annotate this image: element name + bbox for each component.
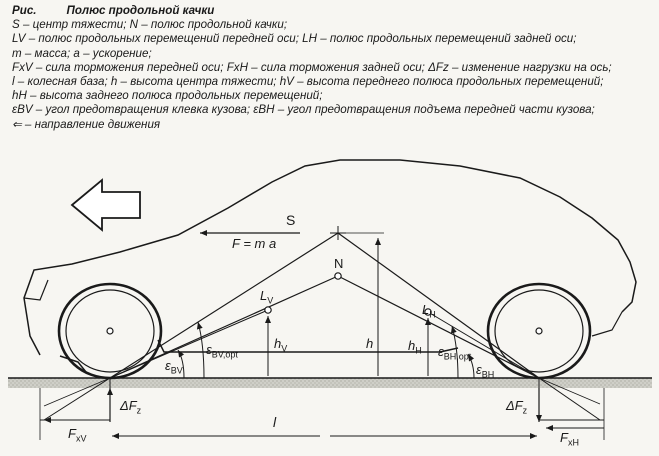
label-FxH-main: F (560, 430, 568, 445)
rear-diag-1 (538, 377, 601, 421)
front-diag-2 (43, 377, 111, 407)
left-arrow-icon (70, 178, 141, 232)
label-eps-bv-opt: εBV,opt (206, 342, 238, 360)
caption-line: LV – полюс продольных перемещений передн… (12, 32, 577, 46)
label-N: N (334, 256, 344, 271)
front-contact-to-peak (109, 232, 339, 379)
label-FxV-sub: xV (75, 433, 87, 444)
label-force: F = m a (232, 236, 277, 251)
caption-line: εBV – угол предотвращения клевка кузова;… (12, 103, 595, 117)
pole-N-point (334, 272, 342, 280)
label-FxH-sub: xH (567, 437, 579, 448)
label-hH-main: h (408, 338, 416, 353)
caption-line: ⇐ – направление движения (12, 117, 161, 131)
caption-line: hH – высота заднего полюса продольных пе… (12, 89, 323, 103)
label-eps-bh: εBH (476, 362, 494, 380)
label-eps-bv: εBV (165, 358, 183, 376)
caption-title: Полюс продольной качки (66, 4, 215, 17)
label-LH: LH (422, 302, 436, 320)
label-eps-bh-opt-main: ε (438, 344, 444, 359)
label-LV-main: L (260, 288, 268, 303)
rear-pole-line (427, 311, 540, 379)
label-LH-main: L (422, 302, 430, 317)
label-eps-bv-opt-sub: BV,opt (211, 349, 238, 360)
caption-line: FxV – сила торможения передней оси; FxH … (12, 60, 612, 74)
label-eps-bh-opt-sub: BH,opt (443, 351, 472, 362)
pole-LV-point (264, 306, 272, 314)
label-h: h (366, 336, 374, 351)
caption-label: Рис. (12, 4, 37, 17)
label-hV-main: h (274, 336, 282, 351)
label-hV: hV (274, 336, 287, 354)
label-wheelbase: l (273, 414, 277, 430)
eps-bh-arc (467, 353, 475, 379)
car-front-lower (23, 279, 49, 301)
label-dFz-front-sub: z (136, 405, 142, 416)
label-dFz-rear-main: ΔF (506, 398, 523, 413)
label-eps-bv-opt-main: ε (206, 342, 212, 357)
label-S: S (286, 212, 296, 228)
label-hH-sub: H (415, 345, 422, 356)
label-eps-bh-opt: εBH,opt (438, 344, 471, 362)
front-pole-line (109, 309, 269, 379)
caption-line: S – центр тяжести; N – полюс продольной … (12, 18, 288, 32)
eps-bh-opt-arc (450, 325, 459, 379)
label-FxH: FxH (560, 430, 579, 448)
caption-line: l – колесная база; h – высота центра тяж… (12, 75, 604, 89)
label-LV: LV (260, 288, 273, 306)
eps-bv-opt-arc (196, 321, 205, 379)
label-LV-sub: V (267, 295, 274, 306)
rear-wheel (486, 282, 592, 380)
front-diag-1 (43, 377, 111, 421)
label-eps-bv-main: ε (165, 358, 171, 373)
label-dFz-front-main: ΔF (120, 398, 137, 413)
label-FxV-main: F (68, 426, 76, 441)
pole-LH-point (424, 308, 432, 316)
rear-diag-2 (538, 377, 601, 405)
N-to-rear-contact (337, 275, 540, 379)
label-FxV: FxV (68, 426, 86, 444)
label-eps-bh-sub: BH (481, 369, 495, 380)
label-hV-sub: V (281, 343, 288, 354)
label-eps-bv-sub: BV (170, 365, 183, 376)
ground-strip (8, 378, 652, 388)
label-eps-bh-main: ε (476, 362, 482, 377)
car-rear-lower (591, 311, 623, 337)
front-wheel (57, 282, 163, 380)
label-hH: hH (408, 338, 422, 356)
front-contact-to-N (109, 275, 339, 379)
label-LH-sub: H (429, 309, 436, 320)
peak-to-rear-contact (337, 232, 540, 379)
label-dFz-rear-sub: z (522, 405, 528, 416)
label-dFz-rear: ΔFz (506, 398, 527, 416)
caption: Рис. Полюс продольной качки S – центр тяж… (12, 4, 652, 132)
caption-line: m – масса; a – ускорение; (12, 46, 152, 60)
label-dFz-front: ΔFz (120, 398, 141, 416)
eps-bv-arc (177, 349, 185, 379)
caption-title-row: Рис. Полюс продольной качки (12, 4, 652, 18)
